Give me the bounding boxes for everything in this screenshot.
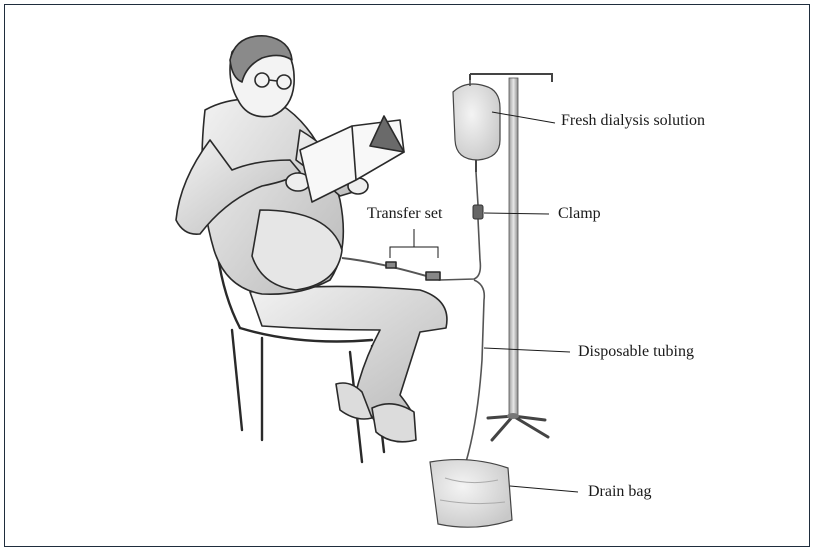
label-disposable-tubing: Disposable tubing: [578, 343, 694, 361]
seated-man: [176, 36, 447, 442]
solution-bag: [453, 80, 500, 172]
label-clamp: Clamp: [558, 205, 601, 223]
leader-drain-bag: [510, 486, 578, 492]
leader-clamp: [484, 213, 549, 214]
transfer-set-bracket: [390, 229, 438, 258]
leader-fresh-solution: [492, 112, 555, 123]
drain-bag: [430, 460, 512, 528]
label-drain-bag: Drain bag: [588, 483, 652, 501]
label-transfer-set: Transfer set: [367, 205, 442, 223]
label-fresh-dialysis-solution: Fresh dialysis solution: [561, 112, 705, 130]
leader-disposable-tubing: [484, 348, 570, 352]
clamp-device: [473, 205, 483, 219]
